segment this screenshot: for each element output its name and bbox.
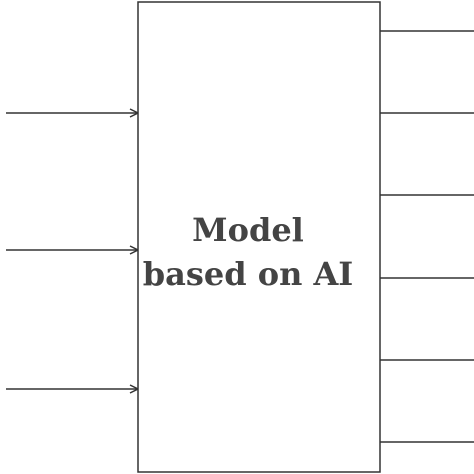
model-box: [137, 1, 381, 473]
model-label-line-2: based on AI: [143, 255, 354, 293]
model-label-line-1: Model: [192, 211, 304, 249]
output-lines: [380, 30, 474, 443]
input-arrows: [6, 113, 138, 389]
